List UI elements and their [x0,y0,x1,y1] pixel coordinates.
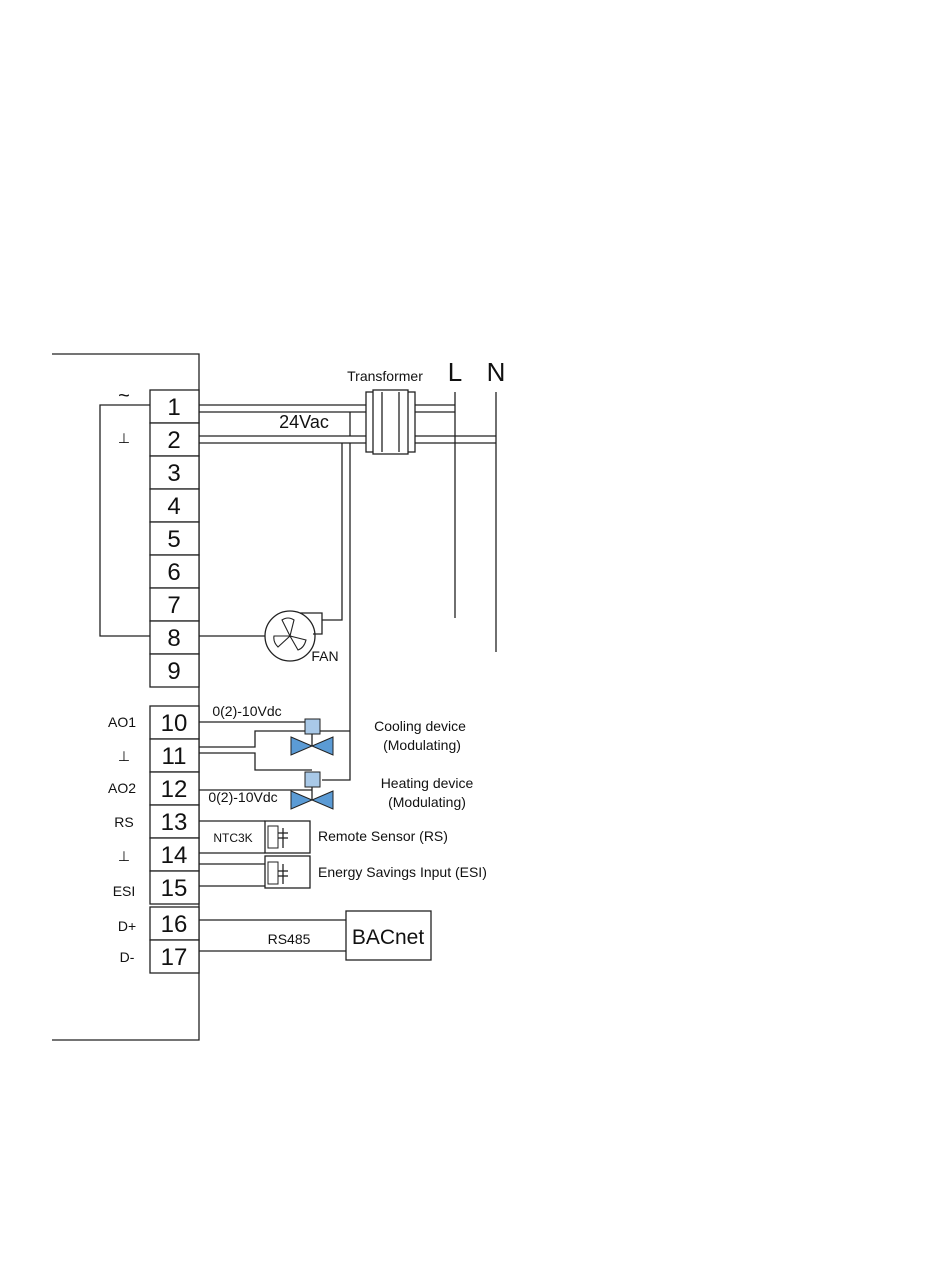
transformer-symbol [366,390,415,454]
ao1-label: AO1 [108,714,136,730]
bacnet-label: BACnet [352,926,425,949]
terminal-side-labels: ~ ⊥ AO1 ⊥ AO2 RS ⊥ ESI D+ D- [108,385,136,965]
energy-savings-label: Energy Savings Input (ESI) [318,864,487,880]
fan-symbol [199,611,322,661]
terminal-number-16: 16 [161,911,188,938]
esi-label: ESI [113,883,136,899]
valve-feed-wire [322,443,350,780]
terminal-number-5: 5 [167,526,180,553]
ao2-signal-label: 0(2)-10Vdc [208,789,277,805]
d-plus-label: D+ [118,918,136,934]
ao1-signal-label: 0(2)-10Vdc [212,703,281,719]
rs-label: RS [114,814,133,830]
ground-symbol-label-2: ⊥ [118,430,130,446]
heating-modulating-label: (Modulating) [388,794,466,810]
terminal-number-9: 9 [167,658,180,685]
ntc3k-label: NTC3K [213,831,252,845]
terminal-number-11: 11 [162,743,187,770]
cooling-modulating-label: (Modulating) [383,737,461,753]
ac-symbol-label: ~ [118,385,130,407]
terminal-number-17: 17 [161,944,188,971]
rs485-label: RS485 [268,931,311,947]
heating-device-label: Heating device [381,775,474,791]
cooling-valve-icon [291,719,333,755]
ao2-label: AO2 [108,780,136,796]
voltage-label: 24Vac [279,412,329,432]
remote-sensor-label: Remote Sensor (RS) [318,828,448,844]
terminal-number-13: 13 [161,809,188,836]
terminal-number-1: 1 [167,394,180,421]
terminal-number-4: 4 [167,493,180,520]
neutral-label: N [487,357,506,387]
terminal-number-2: 2 [167,427,180,454]
terminal-number-12: 12 [161,776,188,803]
terminal-number-14: 14 [161,842,188,869]
cooling-device-label: Cooling device [374,718,466,734]
transformer-label: Transformer [347,368,423,384]
terminal-number-6: 6 [167,559,180,586]
fan-feed-wire [322,443,342,620]
ground-symbol-label-14: ⊥ [118,848,130,864]
esi-wiring [199,856,310,888]
terminal-number-8: 8 [167,625,180,652]
terminal-number-10: 10 [161,710,188,737]
power-wiring [199,392,496,652]
terminal-number-3: 3 [167,460,180,487]
terminal-number-7: 7 [167,592,180,619]
fan-label: FAN [311,648,338,664]
line-label: L [448,357,462,387]
ground-symbol-label-11: ⊥ [118,748,130,764]
d-minus-label: D- [120,949,135,965]
terminal-number-15: 15 [161,875,188,902]
